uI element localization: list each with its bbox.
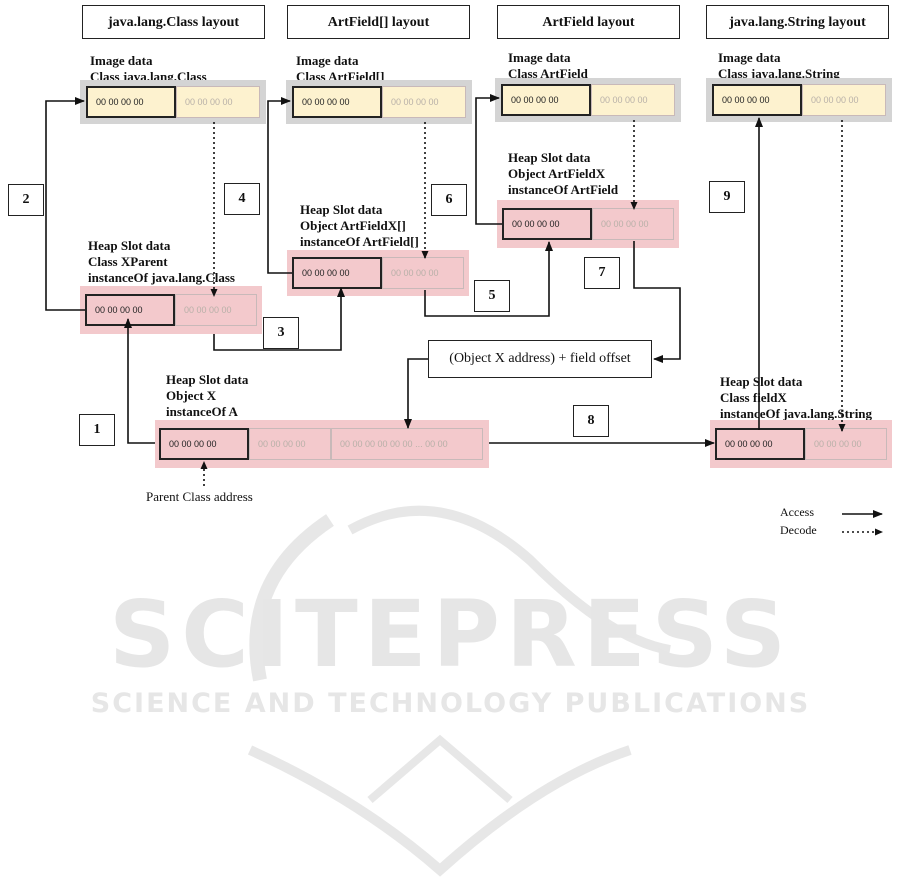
step-badge: 6 [431, 184, 467, 216]
memory-cell: 00 00 00 00 [382, 86, 466, 118]
image-artfield-block: 00 00 00 00 00 00 00 00 [495, 78, 681, 122]
memory-cell: 00 00 00 00 [501, 84, 591, 116]
access-arrow [267, 97, 292, 274]
label-line: Image data [508, 50, 571, 65]
label-line: Object X [166, 388, 217, 403]
header-string-layout: java.lang.String layout [706, 5, 889, 39]
header-class-layout: java.lang.Class layout [82, 5, 265, 39]
label-line: Heap Slot data [88, 238, 171, 253]
access-arrow [424, 241, 553, 317]
heap-artfieldx-label: Heap Slot data Object ArtFieldX instance… [508, 150, 618, 198]
legend-decode-label: Decode [780, 523, 817, 537]
access-arrow [124, 318, 155, 444]
memory-cell: 00 00 00 00 [591, 84, 675, 116]
label-line: Heap Slot data [166, 372, 249, 387]
image-artfield-label: Image data Class ArtField [508, 50, 588, 82]
heap-fieldx-block: 00 00 00 00 00 00 00 00 [710, 420, 892, 468]
field-offset-note: (Object X address) + field offset [428, 340, 652, 378]
label-line: Class XParent [88, 254, 168, 269]
memory-cell: 00 00 00 00 [715, 428, 805, 460]
step-badge: 5 [474, 280, 510, 312]
label-line: Image data [90, 53, 153, 68]
watermark-subtitle: SCIENCE AND TECHNOLOGY PUBLICATIONS [90, 688, 811, 719]
label-line: Heap Slot data [300, 202, 383, 217]
label-line: Object ArtFieldX [508, 166, 606, 181]
header-artfield-array-layout: ArtField[] layout [287, 5, 470, 39]
memory-cell: 00 00 00 00 [292, 86, 382, 118]
image-artfield-array-block: 00 00 00 00 00 00 00 00 [286, 80, 472, 124]
label-line: instanceOf ArtField[] [300, 234, 419, 249]
label-line: Class ArtField [508, 66, 588, 81]
access-arrow [213, 287, 345, 351]
access-arrow [404, 358, 428, 429]
label-line: Heap Slot data [508, 150, 591, 165]
heap-artfieldx-array-block: 00 00 00 00 00 00 00 00 [287, 250, 469, 296]
label-line: Class java.lang.String [718, 66, 840, 81]
step-badge: 3 [263, 317, 299, 349]
heap-object-x-label: Heap Slot data Object X instanceOf A [166, 372, 248, 420]
label-line: instanceOf ArtField [508, 182, 619, 197]
watermark-swirl-icon [247, 505, 671, 877]
label-line: Class fieldX [720, 390, 787, 405]
label-line: Heap Slot data [720, 374, 803, 389]
memory-cell: 00 00 00 00 [502, 208, 592, 240]
memory-cell: 00 00 00 00 [86, 86, 176, 118]
label-line: Image data [718, 50, 781, 65]
parent-class-address-label: Parent Class address [146, 489, 253, 504]
image-string-block: 00 00 00 00 00 00 00 00 [706, 78, 892, 122]
memory-cell: 00 00 00 00 [159, 428, 249, 460]
step-badge: 7 [584, 257, 620, 289]
heap-artfieldx-array-label: Heap Slot data Object ArtFieldX[] instan… [300, 202, 419, 250]
access-arrow [45, 97, 85, 311]
header-artfield-layout: ArtField layout [497, 5, 680, 39]
memory-cell: 00 00 00 00 [802, 84, 886, 116]
label-line: instanceOf java.lang.String [720, 406, 873, 421]
label-line: Image data [296, 53, 359, 68]
memory-cell: 00 00 00 00 [176, 86, 260, 118]
heap-fieldx-label: Heap Slot data Class fieldX instanceOf j… [720, 374, 872, 422]
heap-object-x-block: 00 00 00 00 00 00 00 00 00 00 00 00 00 0… [155, 420, 489, 468]
legend-access-label: Access [780, 505, 814, 519]
heap-artfieldx-block: 00 00 00 00 00 00 00 00 [497, 200, 679, 248]
heap-xparent-label: Heap Slot data Class XParent instanceOf … [88, 238, 235, 286]
label-line: instanceOf A [166, 404, 238, 419]
step-badge: 1 [79, 414, 115, 446]
watermark-logo [110, 500, 810, 880]
image-class-block: 00 00 00 00 00 00 00 00 [80, 80, 266, 124]
memory-cell: 00 00 00 00 [805, 428, 887, 460]
step-badge: 2 [8, 184, 44, 216]
label-line: Object ArtFieldX[] [300, 218, 406, 233]
access-arrow [633, 241, 681, 363]
image-string-label: Image data Class java.lang.String [718, 50, 840, 82]
memory-cell: 00 00 00 00 [249, 428, 331, 460]
memory-cell: 00 00 00 00 [712, 84, 802, 116]
heap-xparent-block: 00 00 00 00 00 00 00 00 [80, 286, 262, 334]
step-badge: 4 [224, 183, 260, 215]
step-badge: 9 [709, 181, 745, 213]
access-arrow [475, 94, 502, 225]
memory-cell: 00 00 00 00 [382, 257, 464, 289]
watermark-title: SCITEPRESS [108, 581, 793, 688]
label-line: instanceOf java.lang.Class [88, 270, 235, 285]
step-badge: 8 [573, 405, 609, 437]
